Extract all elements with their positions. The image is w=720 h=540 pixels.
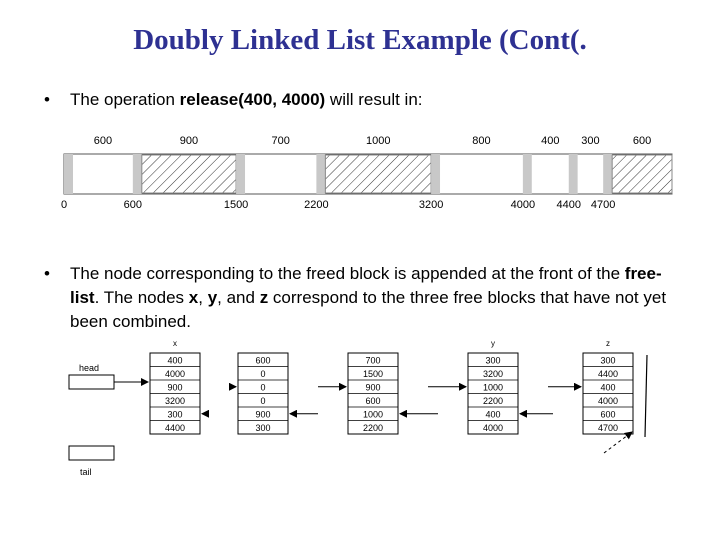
bullet-bold-free-list: free-list [70,264,662,307]
free-block [531,155,569,193]
node-field: 300 [485,356,500,366]
bullet-text-part: , and [217,288,260,307]
node-field: 300 [167,410,182,420]
tail-pointer-box [68,445,115,461]
slide-title: Doubly Linked List Example (Cont(. [133,24,587,56]
node-field: 300 [600,356,615,366]
bullet-text-part: The operation [70,90,180,109]
block-address-label: 2200 [304,199,328,211]
bullet-bold-z: z [259,288,269,307]
node-field: 4400 [165,423,185,433]
node-field: 900 [255,410,270,420]
linked-list-diagram: head tail x 400 4000 900 3200 300 4400 600 0 0 0 900 3… [68,339,648,477]
head-pointer-box [68,374,115,390]
bullet-text-part: correspond to the three free blocks that… [70,288,667,331]
allocated-block [611,154,673,194]
block-size-label: 300 [581,135,599,147]
node-field: 1000 [363,410,383,420]
bullet-text-part: . The nodes [94,288,189,307]
block-address-label: 4400 [557,199,581,211]
block-separator [64,154,73,194]
node-field: 0 [260,383,265,393]
free-block [245,155,317,193]
tail-dashed-arrow [603,431,633,454]
node-label: y [491,339,495,348]
block-size-label: 1000 [366,135,390,147]
node-field: 1000 [483,383,503,393]
node-field: 900 [167,383,182,393]
head-label: head [79,363,99,373]
bullet-text-part: will result in: [325,90,423,109]
allocated-block [324,154,432,194]
allocated-block [141,154,237,194]
block-separator [316,154,326,194]
free-block [440,155,523,193]
bullet-bold-operation: release(400, 4000) [179,90,326,109]
block-size-label: 800 [472,135,490,147]
bullet-text: The node corresponding to the freed bloc… [70,262,690,334]
bullet-dot: • [44,90,50,109]
tail-label: tail [80,467,92,477]
node-field: 3200 [165,396,185,406]
block-address-label: 3200 [419,199,443,211]
node-field: 4400 [598,369,618,379]
block-separator [431,154,441,194]
block-address-label: 600 [124,199,142,211]
block-separator [132,154,142,194]
free-block [73,155,133,193]
bullet-text: The operation release(400, 4000) will re… [70,88,423,112]
node-label: z [606,339,610,348]
block-separator [522,154,532,194]
node-field: 4000 [483,423,503,433]
memory-map: 600 0 900 600 700 1500 1000 2200 800 3200 400 4000 3… [61,135,673,211]
node-field: 0 [260,369,265,379]
node-field: 400 [167,356,182,366]
node-field: 900 [365,383,380,393]
node-field: 600 [255,356,270,366]
bullet-text-part: , [198,288,208,307]
node-label: x [173,339,177,348]
node-field: 0 [260,396,265,406]
block-size-label: 400 [541,135,559,147]
block-separator [568,154,578,194]
block-size-label: 600 [94,135,112,147]
block-size-label: 600 [633,135,651,147]
block-size-label: 900 [180,135,198,147]
block-size-label: 700 [272,135,290,147]
bullet-bold-y: y [207,288,218,307]
block-separator [603,154,613,194]
node-field: 4000 [598,396,618,406]
node-field: 600 [600,410,615,420]
node-field: 4700 [598,423,618,433]
block-address-label: 0 [61,199,67,211]
free-block [577,155,604,193]
bullet-text-part: The node corresponding to the freed bloc… [70,264,625,283]
bullet-bold-x: x [188,288,199,307]
node-field: 300 [255,423,270,433]
block-separator [236,154,246,194]
node-field: 3200 [483,369,503,379]
node-field: 1500 [363,369,383,379]
node-field: 2200 [483,396,503,406]
node-field: 600 [365,396,380,406]
node-field: 400 [485,410,500,420]
block-address-label: 4000 [511,199,535,211]
end-arrow [644,354,648,438]
node-field: 700 [365,356,380,366]
block-address-label: 4700 [591,199,615,211]
block-address-label: 1500 [224,199,248,211]
node-field: 4000 [165,369,185,379]
node-field: 400 [600,383,615,393]
node-field: 2200 [363,423,383,433]
bullet-dot: • [44,264,50,283]
